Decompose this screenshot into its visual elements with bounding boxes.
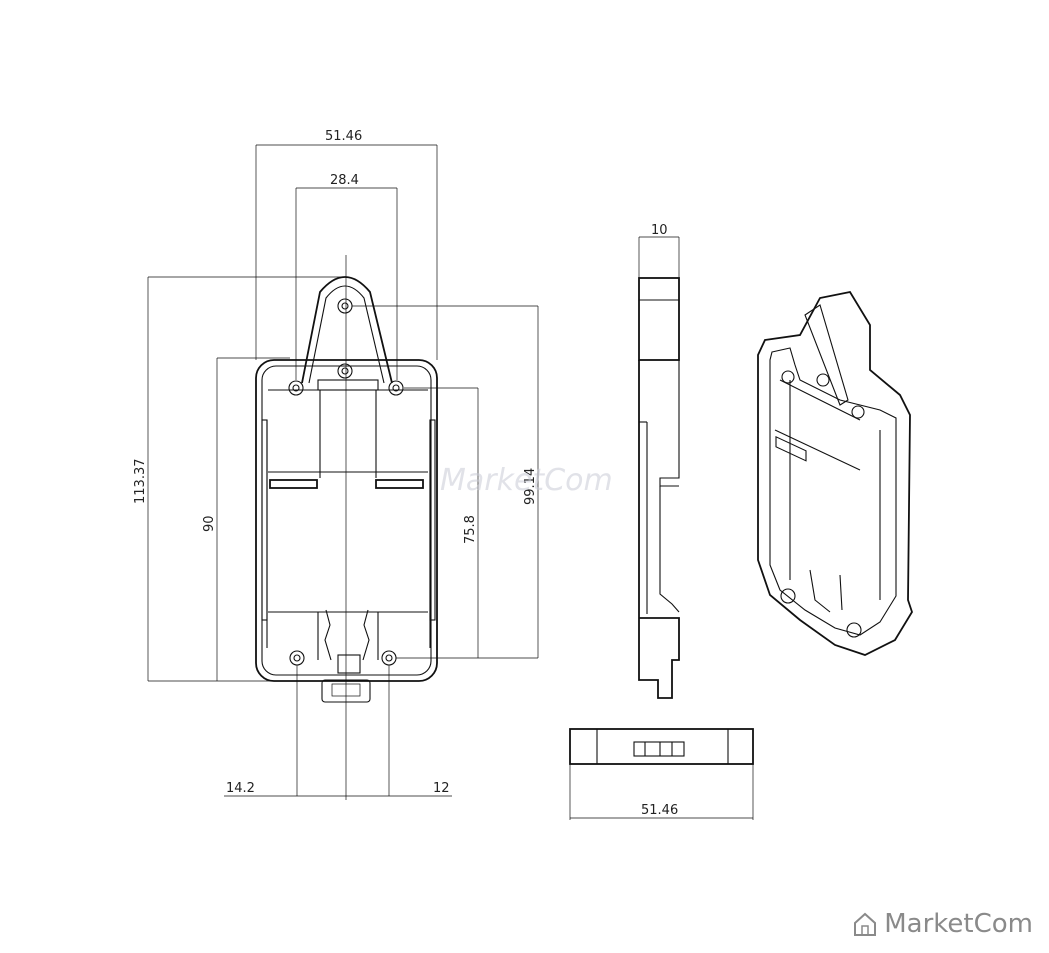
dim-hanger-width: 28.4 — [330, 173, 359, 188]
isometric-view — [757, 290, 913, 656]
dim-bottom-width: 51.46 — [641, 803, 678, 818]
house-icon — [854, 912, 877, 936]
dim-bottom-left-offset: 14.2 — [226, 781, 255, 796]
dim-bottom-right-offset: 12 — [433, 781, 450, 796]
dim-top-height: 99.14 — [523, 468, 538, 505]
dim-hole-spacing: 75.8 — [463, 515, 478, 544]
dimension-lines — [147, 144, 539, 797]
front-view — [255, 255, 438, 800]
dim-front-width: 51.46 — [325, 129, 362, 144]
center-watermark: MarketCom — [440, 463, 613, 498]
dim-mount-height: 90 — [202, 515, 217, 532]
brand-watermark: MarketCom — [852, 909, 1033, 939]
brand-text: MarketCom — [884, 909, 1033, 939]
bottom-view — [569, 728, 754, 820]
dim-overall-height: 113.37 — [133, 459, 148, 505]
side-view — [638, 236, 680, 699]
dim-side-depth: 10 — [651, 223, 668, 238]
